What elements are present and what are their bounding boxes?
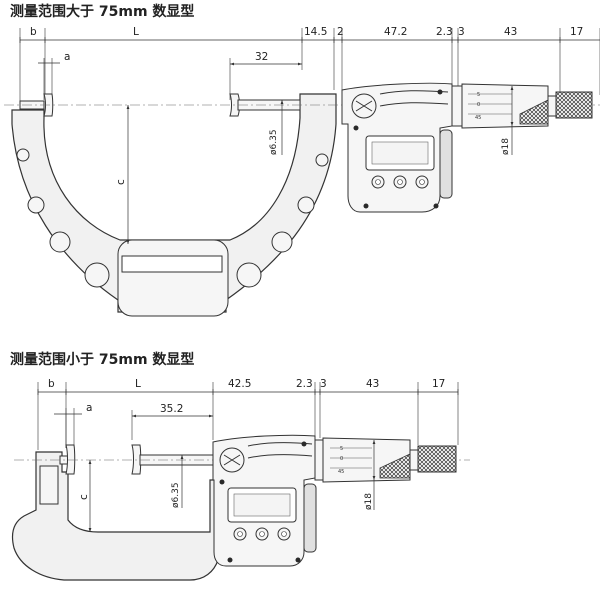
lower-thimble-mark-5: 5 — [340, 446, 343, 452]
upper-dim-17: 17 — [570, 26, 583, 38]
lower-dim-42-5: 42.5 — [228, 378, 251, 390]
upper-dim-phi-18: ø18 — [501, 138, 511, 155]
lower-dim-3: 3 — [320, 378, 327, 390]
lower-dim-43: 43 — [366, 378, 379, 390]
lower-thimble-mark-45: 45 — [338, 469, 344, 475]
lower-dim-2-3: 2.3 — [296, 378, 313, 390]
upper-frame — [11, 93, 337, 313]
lower-thimble-mark-0: 0 — [340, 456, 343, 462]
upper-dim-3: 3 — [458, 26, 465, 38]
lower-dim-a-group: a — [54, 402, 92, 448]
upper-drawing: 测量范围大于 75mm 数显型 b L 14.5 2 47.2 2.3 3 43… — [4, 3, 600, 317]
lower-drawing: 测量范围小于 75mm 数显型 b L 42.5 2.3 3 43 17 a — [10, 351, 470, 581]
lower-sleeve — [314, 439, 324, 481]
upper-dim-phi635-group: ø6.35 — [269, 100, 284, 155]
upper-sleeve — [451, 85, 463, 127]
lower-spindle — [131, 444, 215, 475]
upper-side-grip — [439, 129, 453, 199]
upper-ratchet — [555, 91, 593, 119]
upper-dim-L: L — [133, 26, 139, 38]
upper-top-dimensions: b L 14.5 2 47.2 2.3 3 43 17 — [19, 26, 600, 112]
upper-thimble-mark-45: 45 — [475, 115, 481, 121]
lower-dim-phi-18: ø18 — [364, 493, 374, 510]
lower-frame — [11, 451, 219, 581]
upper-insulator — [117, 239, 229, 317]
upper-dim-phi-6-35: ø6.35 — [269, 129, 279, 155]
upper-dim-32-group: 32 — [229, 51, 302, 100]
upper-title: 测量范围大于 75mm 数显型 — [10, 3, 194, 20]
upper-thimble-mark-5: 5 — [477, 92, 480, 98]
lower-ratchet — [417, 445, 457, 473]
upper-dim-a-group: a — [38, 51, 70, 100]
lower-dim-b: b — [48, 378, 55, 390]
upper-frame-holes — [16, 148, 329, 288]
lower-dim-phi635-group: ø6.35 — [171, 455, 184, 508]
lower-dim-a: a — [86, 402, 92, 414]
lower-dim-c: c — [78, 494, 90, 500]
lower-top-dimensions: b L 42.5 2.3 3 43 17 — [37, 378, 459, 450]
upper-dim-2-3: 2.3 — [436, 26, 453, 38]
lower-dim-17: 17 — [432, 378, 445, 390]
upper-dim-a: a — [64, 51, 70, 63]
lower-dim-phi18-group: ø18 — [364, 440, 376, 510]
upper-dim-47-2: 47.2 — [384, 26, 407, 38]
upper-dim-2: 2 — [337, 26, 344, 38]
upper-dim-b: b — [30, 26, 37, 38]
lower-title: 测量范围小于 75mm 数显型 — [10, 351, 194, 368]
upper-insulator-label — [121, 255, 223, 273]
lower-side-grip — [303, 483, 317, 553]
upper-thimble-mark-0: 0 — [477, 102, 480, 108]
upper-dim-c: c — [115, 179, 127, 185]
lower-dim-35-2-group: 35.2 — [131, 403, 213, 440]
lower-dim-L: L — [135, 378, 141, 390]
upper-dim-32: 32 — [255, 51, 268, 63]
upper-dim-43: 43 — [504, 26, 517, 38]
upper-dim-c-group: c — [115, 105, 130, 244]
lower-dim-c-group: c — [78, 460, 92, 532]
upper-dim-14-5: 14.5 — [304, 26, 327, 38]
lower-dim-35-2: 35.2 — [160, 403, 183, 415]
upper-dim-phi18-group: ø18 — [501, 86, 514, 155]
lower-dim-phi-6-35: ø6.35 — [171, 482, 181, 508]
